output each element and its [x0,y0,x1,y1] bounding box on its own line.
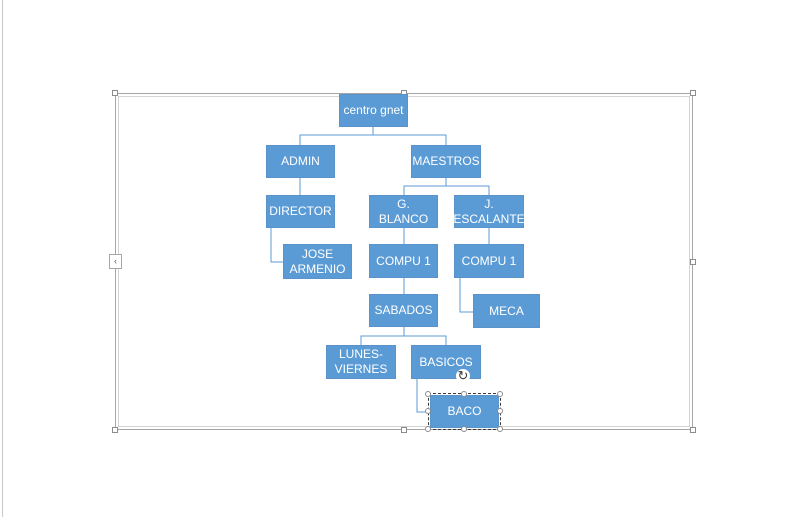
frame-handle-middle-right[interactable] [690,259,696,265]
node-lunes-viernes[interactable]: LUNES-VIERNES [326,345,396,379]
frame-handle-bottom-right[interactable] [690,427,696,433]
node-j-escalante[interactable]: J. ESCALANTE [453,195,525,228]
node-meca[interactable]: MECA [473,294,540,328]
node-admin[interactable]: ADMIN [266,145,335,178]
node-director[interactable]: DIRECTOR [266,195,335,228]
baco-handle-middle-left[interactable] [425,408,431,414]
baco-handle-bottom-middle[interactable] [461,426,467,432]
node-sabados[interactable]: SABADOS [369,294,438,327]
frame-handle-top-left[interactable] [112,90,118,96]
chevron-left-icon: ‹ [114,256,117,266]
frame-handle-bottom-left[interactable] [112,427,118,433]
node-maestros[interactable]: MAESTROS [411,145,481,178]
page-left-edge [2,0,3,517]
node-jose-armenio[interactable]: JOSE ARMENIO [283,244,352,279]
rotate-icon[interactable]: ↻ [456,368,470,383]
text-pane-toggle[interactable]: ‹ [109,254,122,269]
baco-handle-bottom-right[interactable] [497,426,503,432]
node-baco[interactable]: BACO [428,393,501,430]
frame-handle-top-right[interactable] [690,90,696,96]
node-compu1-left[interactable]: COMPU 1 [369,244,438,278]
baco-handle-top-middle[interactable] [461,391,467,397]
baco-handle-bottom-left[interactable] [425,426,431,432]
node-root[interactable]: centro gnet [339,94,408,127]
baco-handle-middle-right[interactable] [497,408,503,414]
baco-handle-top-right[interactable] [497,391,503,397]
node-basicos[interactable]: BASICOS [411,345,481,379]
node-g-blanco[interactable]: G. BLANCO [369,195,438,228]
frame-handle-bottom-middle[interactable] [401,427,407,433]
node-compu1-right[interactable]: COMPU 1 [454,244,524,278]
baco-handle-top-left[interactable] [425,391,431,397]
